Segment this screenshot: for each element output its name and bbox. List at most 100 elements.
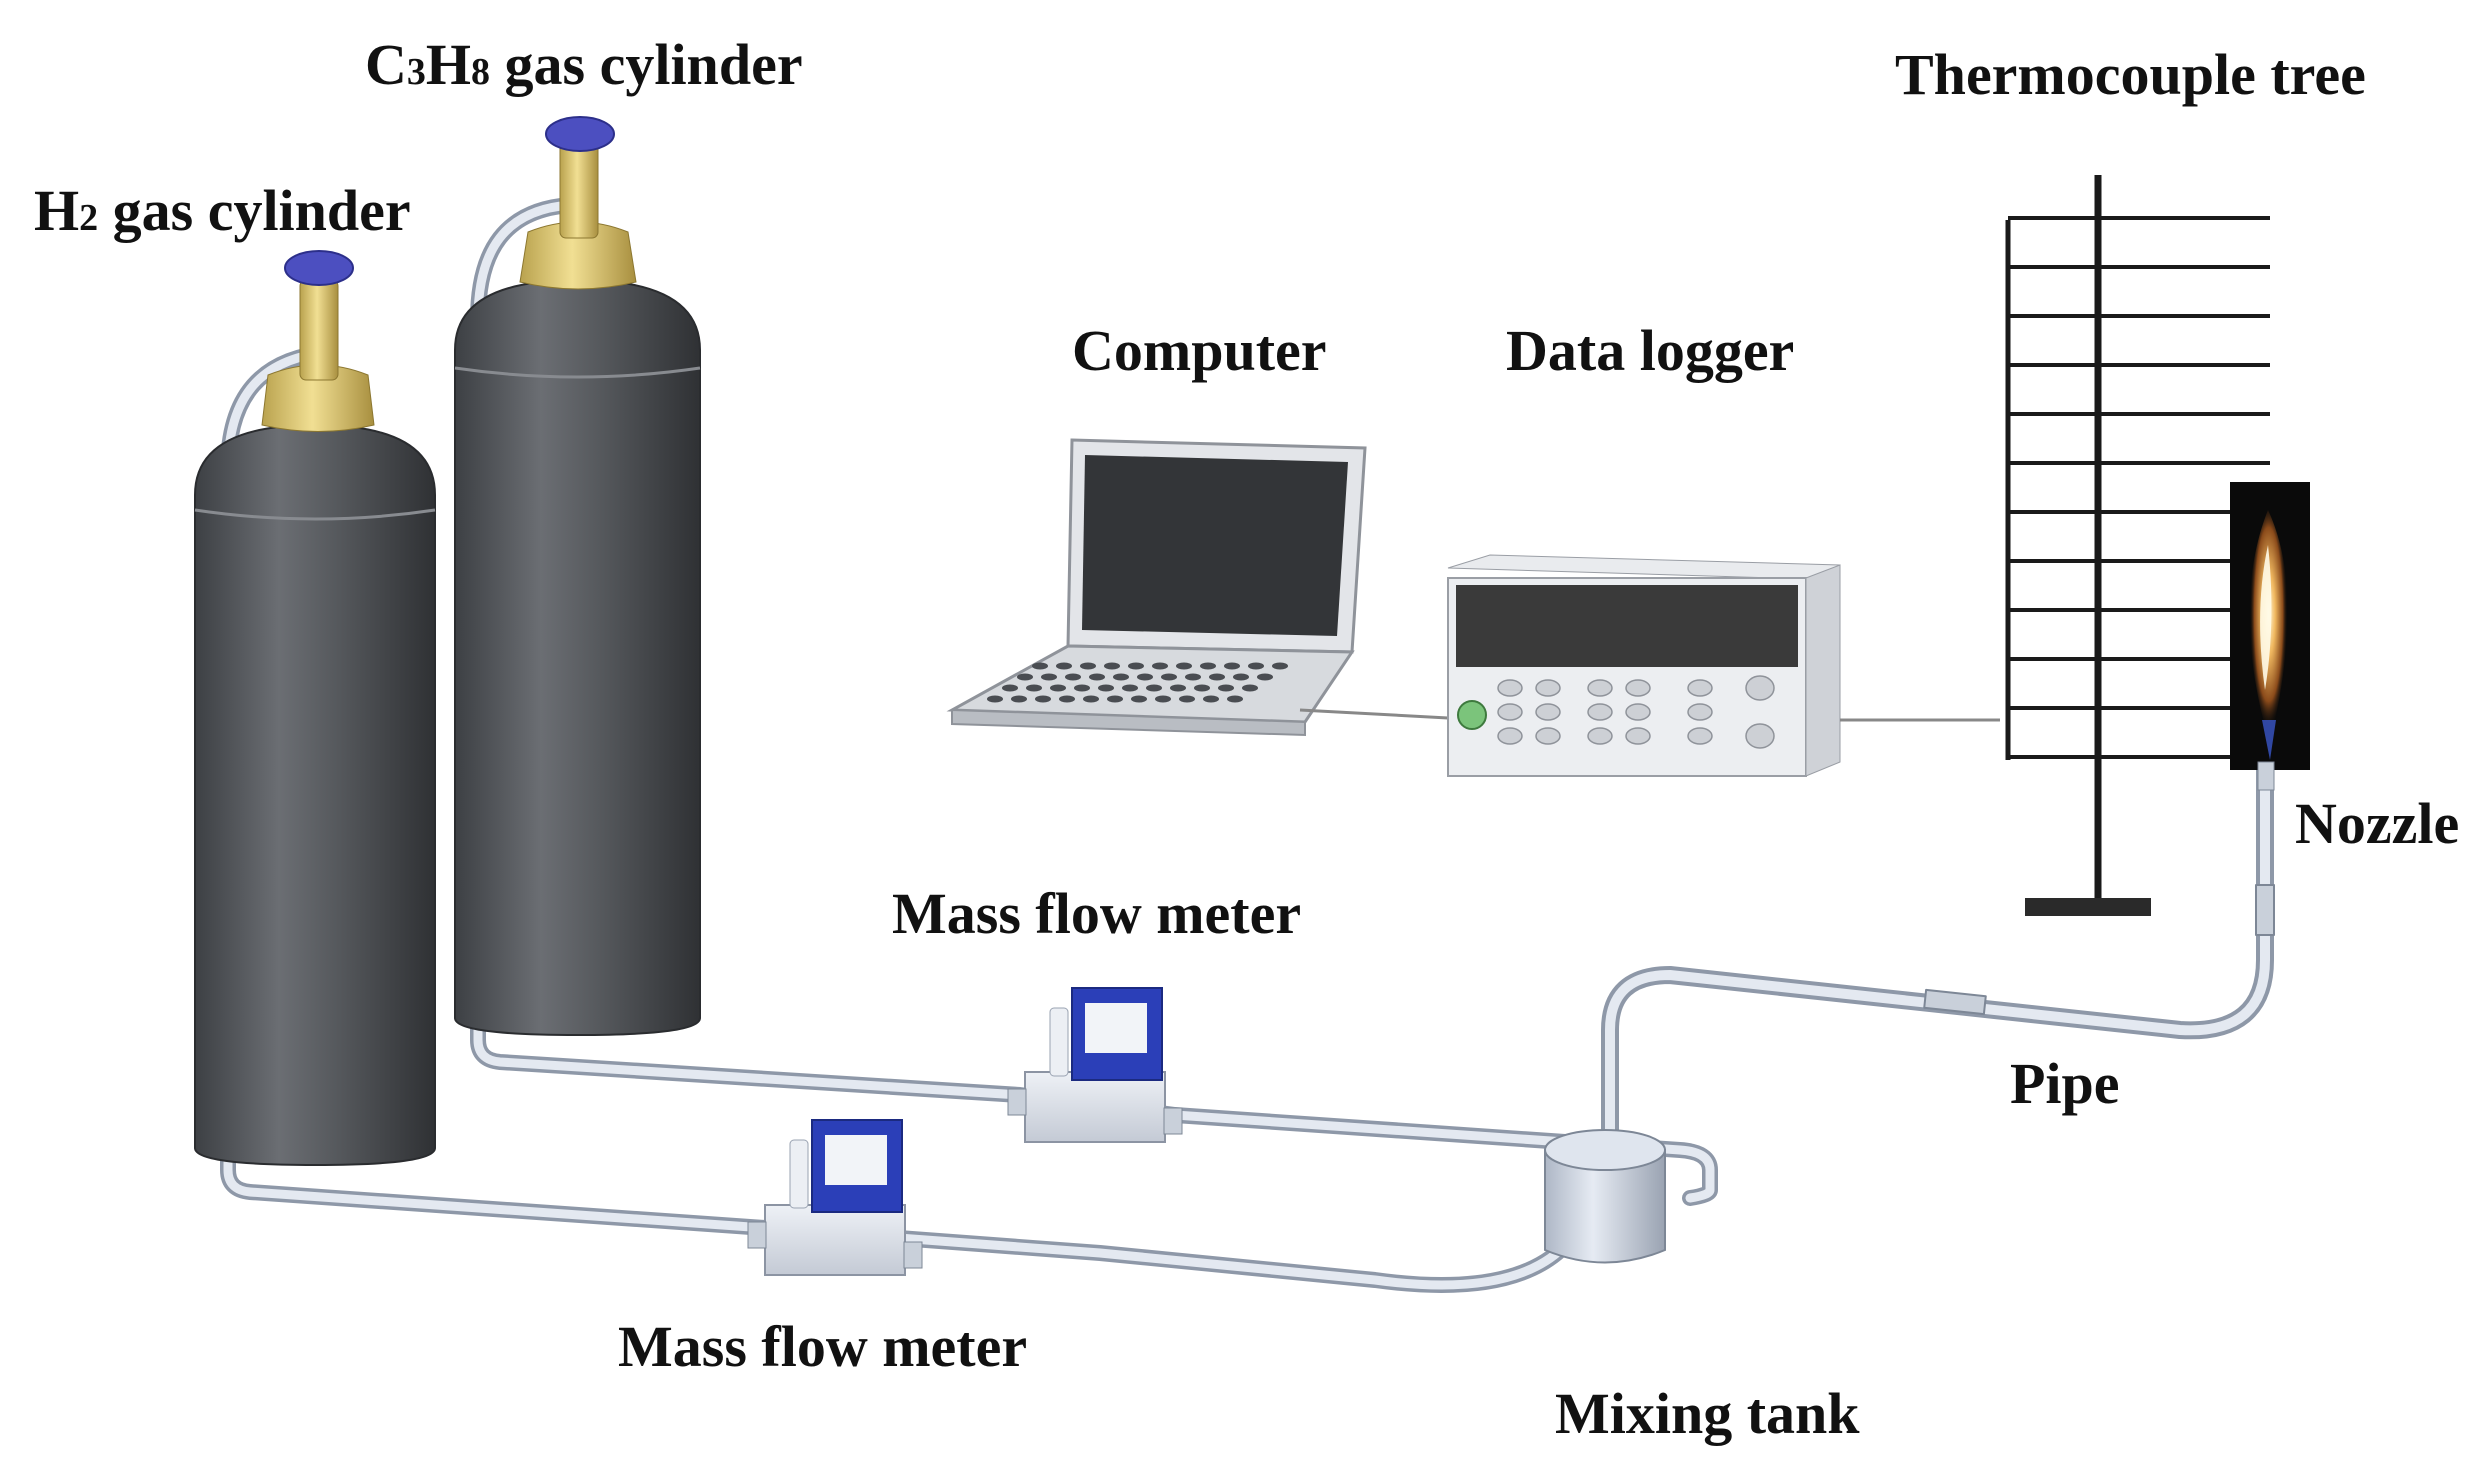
h2-cylinder-valve-cap — [284, 250, 354, 286]
keyboard-key — [1074, 684, 1090, 692]
label-computer: Computer — [1072, 318, 1327, 383]
keyboard-key — [1089, 673, 1105, 681]
data-logger-button — [1497, 703, 1523, 721]
data-logger-buttons — [1497, 675, 1775, 749]
keyboard-key — [1080, 662, 1096, 670]
mass-flow-meter-upper — [1007, 987, 1183, 1143]
data-logger-button — [1535, 703, 1561, 721]
h2-cylinder-valve — [299, 279, 339, 381]
data-logger-button — [1497, 727, 1523, 745]
keyboard-key — [1176, 662, 1192, 670]
laptop-computer — [946, 438, 1449, 737]
data-logger-button — [1587, 703, 1613, 721]
c3h8-cylinder-valve — [559, 137, 599, 239]
data-logger-button — [1535, 727, 1561, 745]
keyboard-key — [1065, 673, 1081, 681]
label-c3h8-gas-cylinder: C3H8 gas cylinder — [365, 32, 803, 97]
label-mass-flow-meter-upper: Mass flow meter — [892, 881, 1302, 946]
keyboard-key — [1056, 662, 1072, 670]
keyboard-key — [1041, 673, 1057, 681]
keyboard-key — [1272, 662, 1288, 670]
c3h8-cylinder-valve-cap — [545, 116, 615, 152]
data-logger-button — [1625, 679, 1651, 697]
data-logger-button — [1625, 727, 1651, 745]
data-logger-button — [1687, 703, 1713, 721]
data-logger-button — [1687, 679, 1713, 697]
keyboard-key — [1017, 673, 1033, 681]
data-logger-button — [1497, 679, 1523, 697]
label-h2-gas-cylinder: H2 gas cylinder — [34, 178, 411, 243]
keyboard-key — [1203, 695, 1219, 703]
keyboard-key — [1224, 662, 1240, 670]
keyboard-key — [1248, 662, 1264, 670]
keyboard-key — [1050, 684, 1066, 692]
data-logger-button — [1535, 679, 1561, 697]
laptop-screen — [1082, 455, 1348, 636]
keyboard-key — [1107, 695, 1123, 703]
keyboard-key — [1083, 695, 1099, 703]
keyboard-key — [1170, 684, 1186, 692]
keyboard-key — [1059, 695, 1075, 703]
data-logger-button — [1745, 675, 1775, 701]
nozzle-coupling — [2255, 884, 2275, 936]
keyboard-key — [1146, 684, 1162, 692]
pipe-coupling — [1923, 988, 1987, 1016]
keyboard-key — [1032, 662, 1048, 670]
keyboard-key — [1209, 673, 1225, 681]
c3h8-gas-cylinder — [454, 116, 701, 1037]
thermocouple-rods — [2008, 216, 2270, 759]
h2-cylinder-valve-collar — [261, 364, 375, 432]
keyboard-key — [1113, 673, 1129, 681]
keyboard-key — [1128, 662, 1144, 670]
keyboard-key — [1179, 695, 1195, 703]
label-data-logger: Data logger — [1506, 318, 1795, 383]
label-mass-flow-meter-lower: Mass flow meter — [618, 1314, 1028, 1379]
upper-meter-display — [1085, 1003, 1147, 1053]
data-logger-power-button — [1457, 700, 1487, 730]
keyboard-key — [1137, 673, 1153, 681]
keyboard-key — [1122, 684, 1138, 692]
keyboard-key — [1185, 673, 1201, 681]
data-logger-button — [1687, 727, 1713, 745]
outlet-pipe — [1601, 761, 2274, 1149]
jet-flame — [2230, 482, 2310, 791]
h2-gas-cylinder — [194, 250, 436, 1167]
thermocouple-tree-base — [2025, 898, 2151, 916]
mass-flow-meter-lower — [747, 1119, 923, 1276]
data-logger-button — [1625, 703, 1651, 721]
keyboard-key — [1011, 695, 1027, 703]
keyboard-key — [1161, 673, 1177, 681]
c3h8-cylinder-valve-collar — [519, 221, 637, 290]
keyboard-key — [1002, 684, 1018, 692]
data-logger-button — [1587, 727, 1613, 745]
laptop-keyboard — [987, 662, 1288, 703]
gas-pipes — [220, 197, 2275, 1293]
keyboard-key — [1155, 695, 1171, 703]
mixing-tank — [1544, 1129, 1666, 1264]
label-nozzle: Nozzle — [2295, 791, 2460, 856]
keyboard-key — [1098, 684, 1114, 692]
keyboard-key — [1218, 684, 1234, 692]
label-pipe: Pipe — [2010, 1051, 2120, 1116]
thermocouple-tree — [2005, 175, 2270, 916]
keyboard-key — [1131, 695, 1147, 703]
keyboard-key — [1233, 673, 1249, 681]
label-thermocouple-tree: Thermocouple tree — [1895, 42, 2366, 107]
keyboard-key — [1194, 684, 1210, 692]
keyboard-key — [987, 695, 1003, 703]
keyboard-key — [1104, 662, 1120, 670]
keyboard-key — [1242, 684, 1258, 692]
computer-logger-cable — [1299, 708, 1449, 720]
data-logger — [1447, 554, 2000, 777]
data-logger-display — [1456, 585, 1798, 667]
keyboard-key — [1257, 673, 1273, 681]
label-mixing-tank: Mixing tank — [1555, 1381, 1860, 1446]
keyboard-key — [1026, 684, 1042, 692]
keyboard-key — [1200, 662, 1216, 670]
keyboard-key — [1227, 695, 1243, 703]
data-logger-button — [1587, 679, 1613, 697]
keyboard-key — [1152, 662, 1168, 670]
nozzle — [2257, 761, 2275, 791]
keyboard-key — [1035, 695, 1051, 703]
